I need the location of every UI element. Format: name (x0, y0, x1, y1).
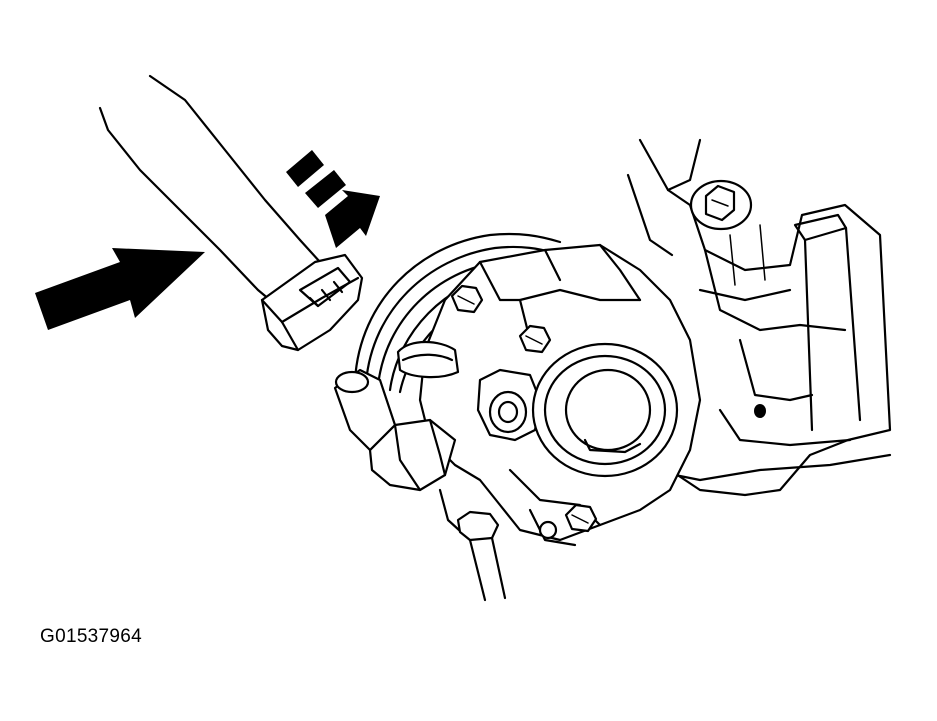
pump-body (333, 243, 702, 602)
figure-id-label: G01537964 (40, 626, 143, 647)
bolt-bottom (564, 503, 598, 533)
bolt-top-left (450, 284, 484, 314)
engine-bracket (626, 138, 892, 497)
hose-clamp (260, 253, 364, 352)
dashed-motion-arrow-icon (286, 150, 380, 248)
solid-arrow-icon (35, 248, 205, 330)
suction-hose (98, 74, 364, 352)
bolt-top-mid (518, 324, 552, 354)
